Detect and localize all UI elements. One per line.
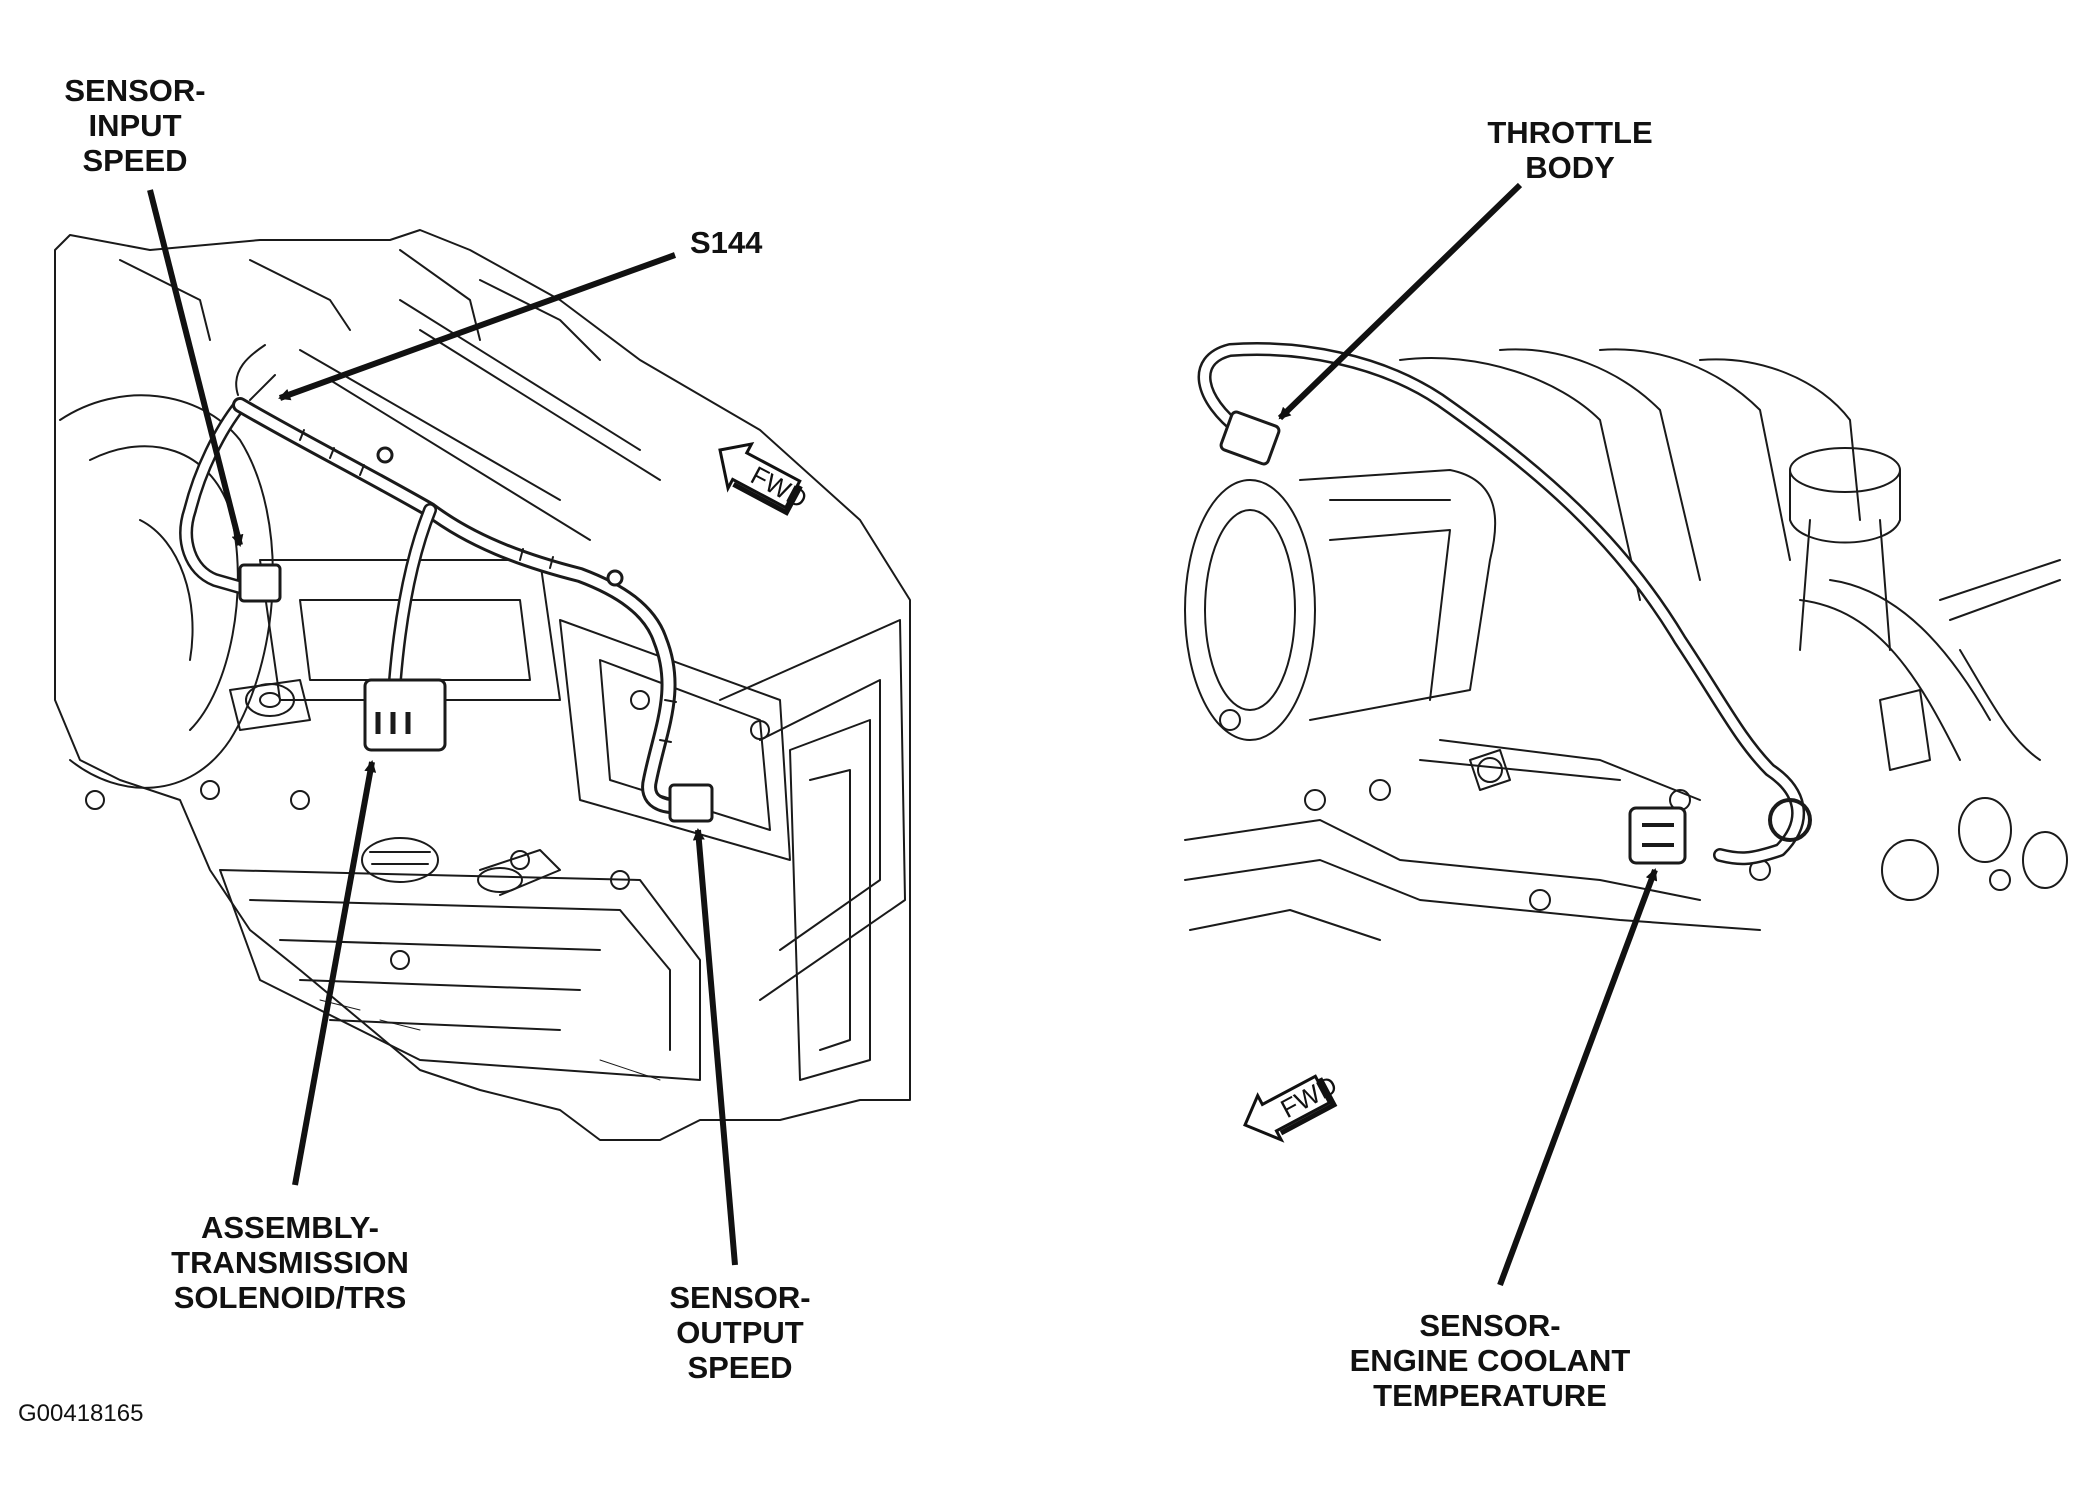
output-speed-connector [668,783,714,823]
transmission-wiring-harness [179,344,698,815]
leader-s144 [278,252,677,401]
input-speed-connector [238,563,282,603]
figure-id: G00418165 [18,1400,144,1427]
fwd-arrow-right: FWD [1243,1070,1342,1143]
leader-input-speed [147,189,244,547]
ect-sensor-connector [1628,806,1687,865]
label-assembly-transmission-solenoid-trs: ASSEMBLY- TRANSMISSION SOLENOID/TRS [171,1210,409,1315]
leader-output-speed [692,828,738,1266]
leader-ect [1497,868,1658,1287]
leader-solenoid-trs [292,760,377,1186]
leader-throttle-body [1277,182,1523,421]
label-sensor-engine-coolant-temperature: SENSOR- ENGINE COOLANT TEMPERATURE [1349,1308,1631,1413]
solenoid-trs-connector [363,678,447,752]
label-throttle-body: THROTTLE BODY [1487,115,1653,185]
engine-connectors [1219,410,1687,865]
transmission-illustration [54,229,911,1141]
leader-lines [147,182,1658,1287]
label-sensor-input-speed: SENSOR- INPUT SPEED [64,73,206,178]
throttle-body-connector [1219,410,1281,466]
label-s144: S144 [690,225,763,260]
transmission-connectors [238,446,714,823]
engine-wiring-harness [1197,342,1812,866]
label-sensor-output-speed: SENSOR- OUTPUT SPEED [669,1280,811,1385]
engine-illustration [1184,348,2068,941]
fwd-arrow-left: FWD [718,442,812,516]
